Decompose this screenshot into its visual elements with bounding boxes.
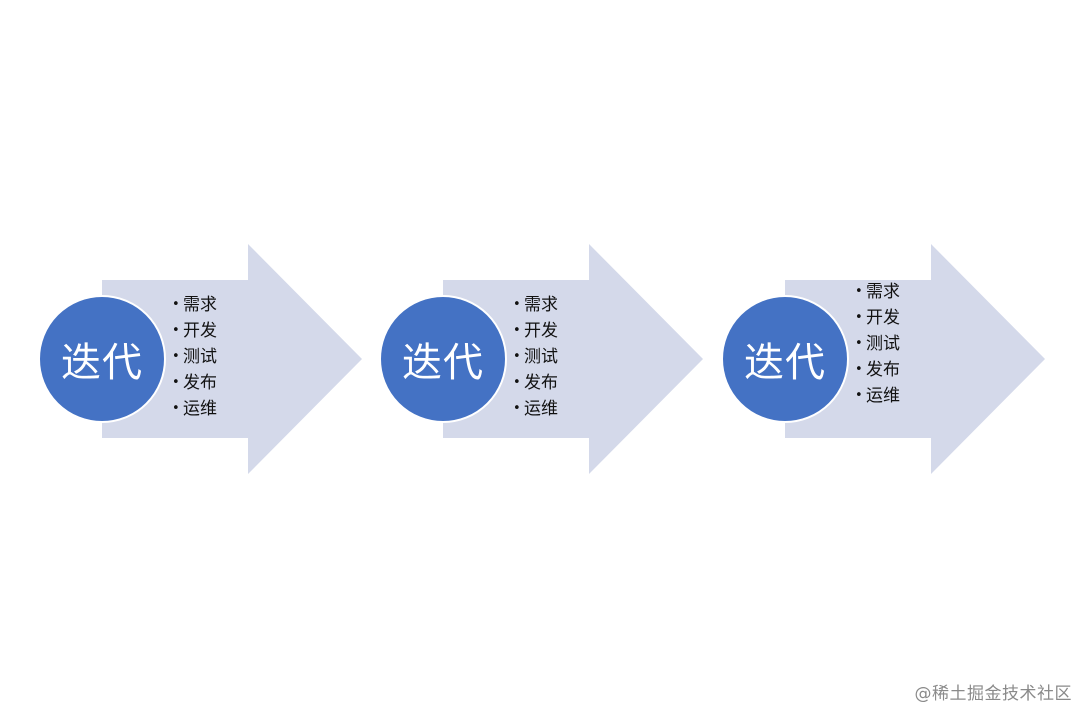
iteration-circle: 迭代 [721,295,849,423]
iteration-title: 迭代 [744,340,826,386]
bullet-icon: • [513,375,521,390]
bullet-icon: • [513,323,521,338]
bullet-icon: • [855,362,863,377]
bullet-icon: • [172,375,180,390]
iteration-title: 迭代 [61,340,143,386]
arrow-shape [785,244,1045,474]
iteration-title: 迭代 [402,340,484,386]
list-item: •需求 [855,279,900,305]
list-item: •测试 [513,344,558,370]
list-item: •发布 [172,370,217,396]
list-item: •发布 [513,370,558,396]
bullet-icon: • [172,401,180,416]
bullet-icon: • [513,349,521,364]
bullet-icon: • [513,297,521,312]
list-item: •测试 [172,344,217,370]
list-item: •开发 [172,318,217,344]
bullet-icon: • [172,349,180,364]
bullet-icon: • [855,388,863,403]
step-list: •需求 •开发 •测试 •发布 •运维 [513,292,558,422]
bullet-icon: • [855,284,863,299]
arrow-shape [443,244,703,474]
step-list: •需求 •开发 •测试 •发布 •运维 [172,292,217,422]
step-list: •需求 •开发 •测试 •发布 •运维 [855,279,900,409]
list-item: •需求 [172,292,217,318]
bullet-icon: • [172,297,180,312]
list-item: •运维 [172,396,217,422]
list-item: •测试 [855,331,900,357]
iteration-circle: 迭代 [379,295,507,423]
bullet-icon: • [855,336,863,351]
bullet-icon: • [513,401,521,416]
watermark-text: @稀土掘金技术社区 [914,684,1072,704]
bullet-icon: • [855,310,863,325]
bullet-icon: • [172,323,180,338]
arrow-shape [102,244,362,474]
list-item: •运维 [513,396,558,422]
list-item: •发布 [855,357,900,383]
list-item: •开发 [513,318,558,344]
iteration-circle: 迭代 [38,295,166,423]
iteration-block-2: 迭代 •需求 •开发 •测试 •发布 •运维 [341,0,703,718]
list-item: •运维 [855,383,900,409]
iteration-block-1: 迭代 •需求 •开发 •测试 •发布 •运维 [0,0,362,718]
iteration-block-3: 迭代 •需求 •开发 •测试 •发布 •运维 [683,0,1045,718]
list-item: •开发 [855,305,900,331]
list-item: •需求 [513,292,558,318]
